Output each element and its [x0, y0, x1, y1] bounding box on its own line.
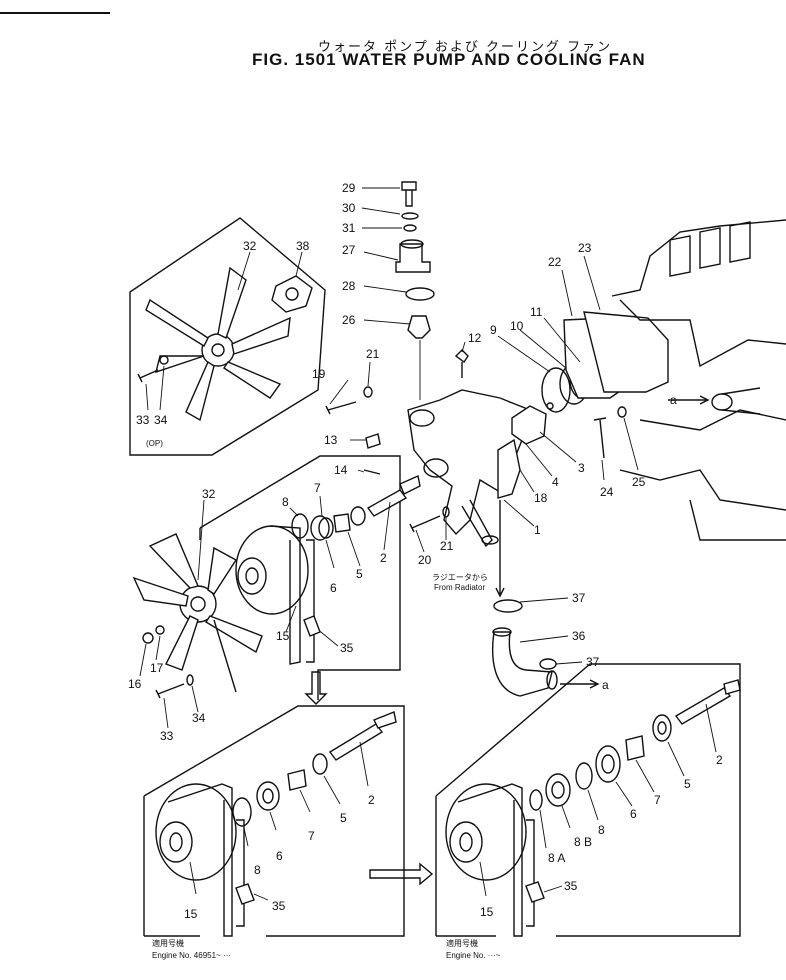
arrow-a-upper: a — [670, 393, 677, 407]
callout-35: 35 — [564, 879, 578, 893]
callout-26: 26 — [342, 313, 356, 327]
callout-35: 35 — [272, 899, 286, 913]
callout-7: 7 — [308, 829, 315, 843]
engine-range-right: Engine No. ···~ — [446, 951, 501, 960]
corner-rule — [0, 12, 110, 14]
figure-title: FIG. 1501 WATER PUMP AND COOLING FAN — [252, 50, 646, 69]
callout-9: 9 — [490, 323, 497, 337]
callout-2: 2 — [716, 753, 723, 767]
callout-12: 12 — [468, 331, 482, 345]
callout-33: 33 — [136, 413, 150, 427]
callout-24: 24 — [600, 485, 614, 499]
water-pump-body — [365, 349, 531, 548]
fan-hub-spacer — [271, 275, 313, 313]
callout-2: 2 — [368, 793, 375, 807]
callout-23: 23 — [578, 241, 592, 255]
from-radiator-jp: ラジエータから — [432, 573, 488, 582]
main-fan — [132, 533, 263, 693]
callout-28: 28 — [342, 279, 356, 293]
fan-pulley — [235, 525, 315, 665]
callout-5: 5 — [684, 777, 691, 791]
callout-34: 34 — [154, 413, 168, 427]
arrow-a-lower: a — [602, 678, 609, 692]
callout-15: 15 — [184, 907, 198, 921]
callout-6: 6 — [330, 581, 337, 595]
figure-title-japanese: ウォータ ポンプ および クーリング ファン — [318, 40, 613, 55]
callout-18: 18 — [534, 491, 548, 505]
applicability-jp-right: 適用号機 — [446, 938, 478, 948]
optional-note: (OP) — [146, 439, 163, 448]
callout-36: 36 — [572, 629, 586, 643]
callout-22: 22 — [548, 255, 562, 269]
callout-38: 38 — [296, 239, 310, 253]
callout-6: 6 — [276, 849, 283, 863]
optional-fan — [145, 266, 291, 422]
callout-31: 31 — [342, 221, 356, 235]
callout-1: 1 — [534, 523, 541, 537]
callout-5: 5 — [356, 567, 363, 581]
callout-37: 37 — [572, 591, 586, 605]
washer — [159, 355, 169, 365]
main-fan-panel — [199, 455, 401, 700]
callout-14: 14 — [334, 463, 348, 477]
callout-20: 20 — [418, 553, 432, 567]
callout-16: 16 — [128, 677, 142, 691]
callout-27: 27 — [342, 243, 356, 257]
thermostat-stack: 29 30 31 27 28 26 — [342, 181, 435, 400]
callout-8a: 8 A — [548, 851, 565, 865]
pump-cover-stack: 9 10 11 22 23 — [490, 241, 669, 445]
callout-37: 37 — [586, 655, 600, 669]
optional-fan-panel: (OP) 32 38 33 34 — [129, 217, 326, 456]
callout-32: 32 — [243, 239, 257, 253]
bolt-washer-upper: 19 21 — [312, 347, 380, 415]
down-arrow — [304, 671, 328, 705]
bolt — [137, 369, 159, 383]
callout-17: 17 — [150, 661, 164, 675]
engine-range-left: Engine No. 46951~ ··· — [152, 951, 231, 960]
callout-29: 29 — [342, 181, 356, 195]
variant-panel-right — [435, 663, 741, 937]
callout-13: 13 — [324, 433, 338, 447]
callout-8: 8 — [254, 863, 261, 877]
applicability-jp-left: 適用号機 — [152, 938, 184, 948]
callout-8b: 8 B — [574, 835, 592, 849]
callout-8: 8 — [282, 495, 289, 509]
from-radiator-label: From Radiator — [434, 583, 485, 592]
bearing-set-upper — [291, 469, 421, 541]
callout-25: 25 — [632, 475, 646, 489]
engine-block: a — [611, 219, 786, 541]
callout-10: 10 — [510, 319, 524, 333]
callout-30: 30 — [342, 201, 356, 215]
callout-4: 4 — [552, 475, 559, 489]
callout-6: 6 — [630, 807, 637, 821]
callout-19: 19 — [312, 367, 326, 381]
callout-34: 34 — [192, 711, 206, 725]
callout-7: 7 — [314, 481, 321, 495]
callout-32: 32 — [202, 487, 216, 501]
callout-2: 2 — [380, 551, 387, 565]
callout-33: 33 — [160, 729, 174, 743]
callout-7: 7 — [654, 793, 661, 807]
callout-5: 5 — [340, 811, 347, 825]
callout-21: 21 — [440, 539, 454, 553]
callout-21: 21 — [366, 347, 380, 361]
callout-35: 35 — [340, 641, 354, 655]
callout-15: 15 — [480, 905, 494, 919]
variant-panel-left — [143, 705, 405, 937]
right-arrow — [369, 862, 434, 886]
callout-3: 3 — [578, 461, 585, 475]
callout-11: 11 — [530, 305, 543, 319]
radiator-hose: 37 36 37 a — [491, 591, 609, 697]
callout-8: 8 — [598, 823, 605, 837]
callout-15: 15 — [276, 629, 290, 643]
bolt-washer-right: 24 25 — [593, 406, 646, 499]
